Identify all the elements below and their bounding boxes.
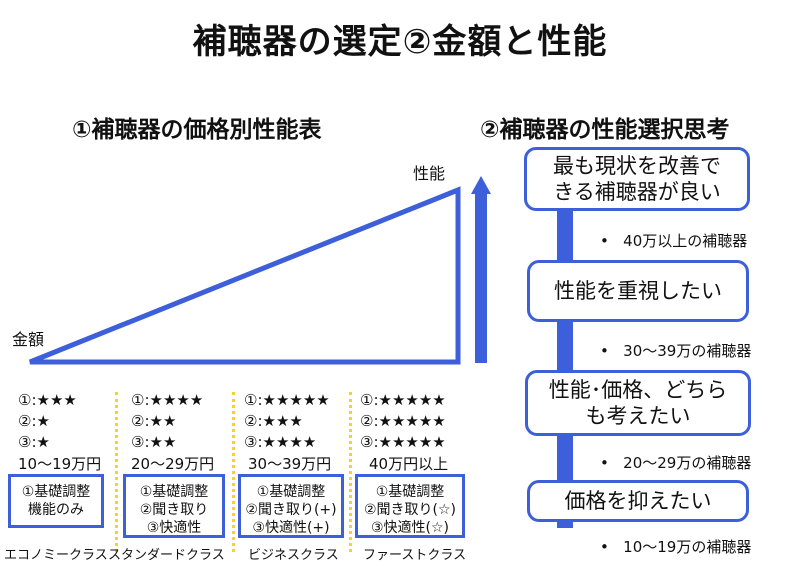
feature-line: ③快適性(+)	[252, 520, 330, 536]
feature-line: ①基礎調整	[375, 484, 445, 500]
first-features-box: ①基礎調整 ②聞き取り(☆) ③快適性(☆)	[355, 474, 465, 538]
feature-line: ①基礎調整	[256, 484, 326, 500]
result-bullet: • 10〜19万の補聴器	[600, 538, 752, 556]
rating-line: ③:★	[18, 433, 50, 451]
rating-line: ①:★★★	[18, 391, 77, 409]
column-separator	[349, 392, 352, 552]
result-bullet: • 30〜39万の補聴器	[600, 342, 752, 360]
result-bullet: • 40万以上の補聴器	[600, 232, 748, 250]
step-line: 最も現状を改善で	[553, 154, 721, 178]
first-class-label: ファーストクラス	[363, 548, 467, 563]
economy-ratings: ①:★★★ ②:★ ③:★	[18, 390, 77, 453]
result-text: 10〜19万の補聴器	[623, 538, 752, 556]
step-line: きる補聴器が良い	[553, 180, 721, 204]
right-heading: ②補聴器の性能選択思考	[480, 117, 730, 143]
rating-line: ②:★★★★★	[360, 412, 446, 430]
left-heading: ①補聴器の価格別性能表	[72, 117, 322, 143]
rating-line: ②:★★★	[244, 412, 303, 430]
result-text: 30〜39万の補聴器	[623, 342, 752, 360]
up-arrow-icon	[471, 176, 491, 363]
economy-features-box: ①基礎調整 機能のみ	[8, 474, 104, 528]
feature-line: 機能のみ	[28, 502, 84, 518]
rating-line: ③:★★	[131, 433, 177, 451]
step-line: 性能を重視したい	[554, 279, 722, 303]
economy-price: 10〜19万円	[18, 455, 102, 473]
step-balance: 性能･価格、どちら も考えたい	[525, 370, 751, 436]
price-axis-label: 金額	[12, 330, 45, 349]
business-features-box: ①基礎調整 ②聞き取り(+) ③快適性(+)	[238, 474, 344, 538]
result-bullet: • 20〜29万の補聴器	[600, 454, 752, 472]
performance-axis-label: 性能	[413, 164, 446, 183]
step-line: 性能･価格、どちら	[548, 378, 728, 402]
feature-line: ①基礎調整	[21, 484, 91, 500]
rating-line: ①:★★★★	[131, 391, 204, 409]
step-low-price: 価格を抑えたい	[527, 480, 749, 522]
rating-line: ③:★★★★	[244, 433, 317, 451]
rating-line: ①:★★★★★	[244, 391, 330, 409]
business-ratings: ①:★★★★★ ②:★★★ ③:★★★★	[244, 390, 330, 453]
feature-line: ③快適性(☆)	[370, 520, 450, 536]
first-ratings: ①:★★★★★ ②:★★★★★ ③:★★★★★	[360, 390, 446, 453]
column-separator	[115, 392, 118, 552]
feature-line: ②聞き取り	[139, 502, 209, 518]
step-line: も考えたい	[585, 404, 691, 428]
rating-line: ③:★★★★★	[360, 433, 446, 451]
step-performance: 性能を重視したい	[527, 260, 749, 322]
step-line: 価格を抑えたい	[564, 489, 712, 513]
business-class-label: ビジネスクラス	[248, 548, 339, 563]
standard-ratings: ①:★★★★ ②:★★ ③:★★	[131, 390, 203, 453]
result-text: 40万以上の補聴器	[623, 232, 748, 250]
first-price: 40万円以上	[369, 455, 449, 473]
standard-features-box: ①基礎調整 ②聞き取り ③快適性	[123, 474, 225, 538]
economy-class-label: エコノミークラス	[4, 548, 108, 563]
rating-line: ②:★	[18, 412, 50, 430]
feature-line: ①基礎調整	[139, 484, 209, 500]
standard-price: 20〜29万円	[131, 455, 215, 473]
feature-line: ③快適性	[146, 520, 202, 536]
step-best-improvement: 最も現状を改善で きる補聴器が良い	[524, 147, 750, 211]
result-text: 20〜29万の補聴器	[623, 454, 752, 472]
page-title: 補聴器の選定②金額と性能	[192, 22, 608, 62]
feature-line: ②聞き取り(+)	[245, 502, 337, 518]
rating-line: ②:★★	[131, 412, 177, 430]
standard-class-label: スタンダードクラス	[108, 548, 225, 563]
rating-line: ①:★★★★★	[360, 391, 446, 409]
column-separator	[232, 392, 235, 552]
feature-line: ②聞き取り(☆)	[363, 502, 457, 518]
business-price: 30〜39万円	[248, 455, 332, 473]
